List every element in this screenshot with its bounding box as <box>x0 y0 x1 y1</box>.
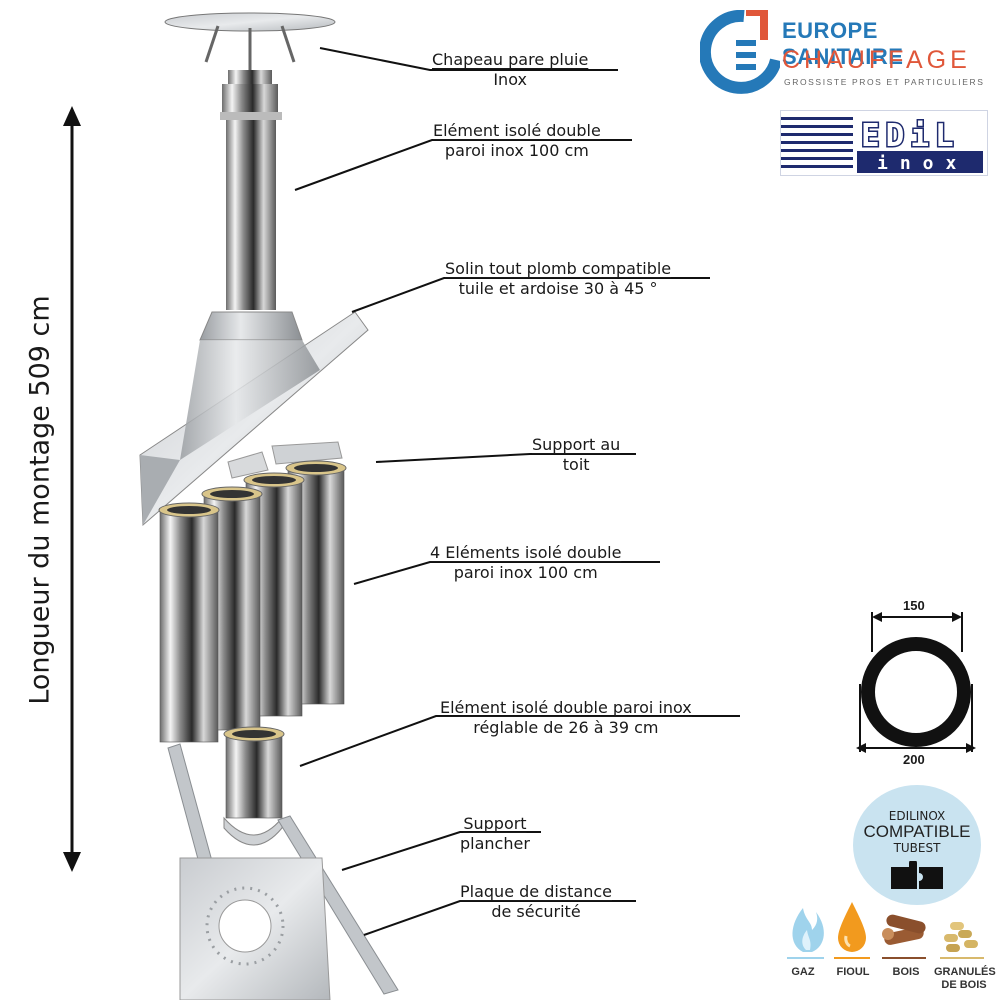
adjustable-element <box>223 726 285 846</box>
edil-inox-logo: EDiL inox <box>780 110 988 176</box>
wood-pellets-icon <box>944 922 978 952</box>
edil-logo-text: EDiL <box>861 118 960 154</box>
europe-sanitaire-logo: EUROPE SANITAIRE CHAUFFAGE GROSSISTE PRO… <box>700 10 990 95</box>
logo-europe-line2: CHAUFFAGE <box>782 46 971 74</box>
top-insulated-element <box>220 112 282 310</box>
compatibility-badge: EDILINOX COMPATIBLE TUBEST <box>853 785 981 905</box>
gas-flame-icon <box>792 908 824 952</box>
edil-stripes-icon: EDiL inox <box>781 117 983 174</box>
label-safety-plate: Plaque de distance de sécurité <box>460 882 613 921</box>
outer-diameter-label: 200 <box>903 752 925 767</box>
four-insulated-elements <box>158 460 347 743</box>
puzzle-icon <box>891 861 943 889</box>
safety-distance-plate <box>179 857 331 1000</box>
inox-logo-text: inox <box>877 153 968 174</box>
roof-support-bracket <box>227 441 343 479</box>
roof-flashing <box>139 311 369 527</box>
europe-sanitaire-emblem-icon <box>700 10 780 94</box>
label-rain-cap: Chapeau pare pluie Inox <box>432 50 589 89</box>
logo-europe-line3: GROSSISTE PROS ET PARTICULIERS <box>784 77 985 87</box>
badge-compatible: COMPATIBLE <box>863 822 971 841</box>
label-four-elements: 4 Eléments isolé double paroi inox 100 c… <box>430 543 622 582</box>
label-top-element: Elément isolé double paroi inox 100 cm <box>433 121 601 160</box>
label-flashing: Solin tout plomb compatible tuile et ard… <box>445 259 672 298</box>
label-floor-support: Support plancher <box>460 814 530 853</box>
fuel-label-wood: BOIS <box>892 966 920 978</box>
fuel-label-oil: FIOUL <box>836 966 870 978</box>
rain-cap <box>164 12 336 114</box>
wood-logs-icon <box>882 914 926 945</box>
badge-tubest: TUBEST <box>893 841 941 855</box>
label-roof-support: Support au toit <box>532 435 621 474</box>
badge-brand: EDILINOX <box>888 809 946 823</box>
fuel-label-gas: GAZ <box>791 966 815 978</box>
inner-diameter-label: 150 <box>903 598 925 613</box>
fuel-label-pellets: GRANULÉS DE BOIS <box>934 966 996 991</box>
leader-lines <box>294 47 740 936</box>
fuel-oil-drop-icon <box>838 902 866 952</box>
label-adjustable-element: Elément isolé double paroi inox réglable… <box>440 698 692 737</box>
logo-europe-line1: EUROPE SANITAIRE <box>782 18 904 69</box>
